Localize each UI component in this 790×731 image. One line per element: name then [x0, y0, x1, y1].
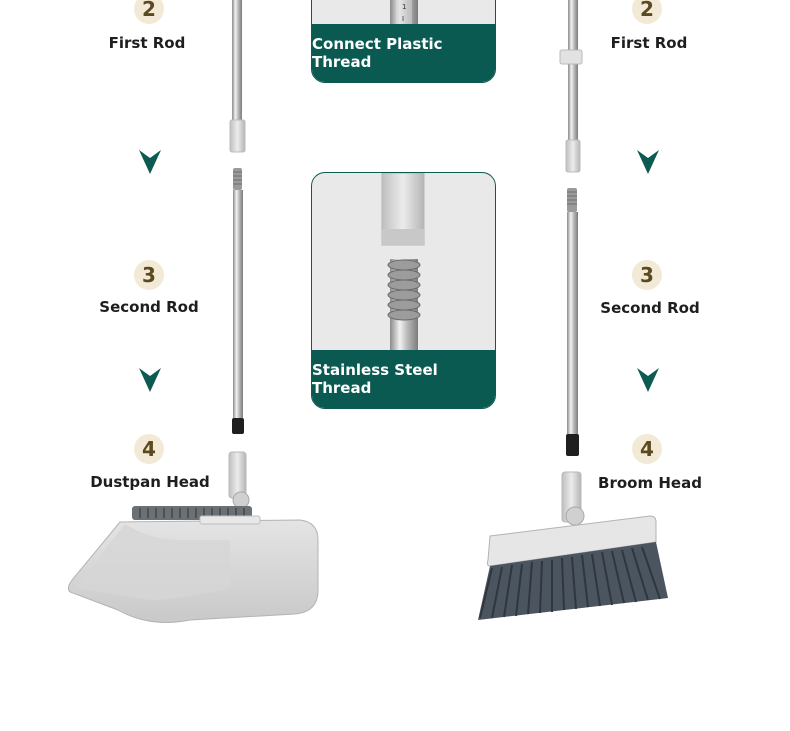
step-label-broom-head: Broom Head [598, 474, 702, 492]
step-label-first-rod-right: First Rod [610, 34, 688, 52]
plastic-thread-closeup [390, 0, 418, 25]
first-rod-right [559, 0, 583, 173]
dustpan-head [67, 451, 319, 623]
step-badge-2-right: 2 [632, 0, 662, 24]
plastic-thread-card: 1 I Connect Plastic Thread [311, 0, 496, 83]
steel-thread-card: Stainless Steel Thread [311, 172, 496, 409]
first-rod-left [229, 0, 246, 153]
step-label-second-rod-right: Second Rod [600, 299, 700, 317]
step-badge-2-left: 2 [134, 0, 164, 24]
step-badge-4-right: 4 [632, 434, 662, 464]
step-badge-4-left: 4 [134, 434, 164, 464]
stainless-steel-thread-caption: Stainless Steel Thread [312, 350, 495, 408]
thread-tick-2: I [402, 15, 405, 23]
step-badge-3-left: 3 [134, 260, 164, 290]
step-badge-3-right: 3 [632, 260, 662, 290]
thread-tick-1: 1 [402, 3, 407, 11]
broom-head [478, 471, 668, 620]
step-label-dustpan-head: Dustpan Head [90, 473, 210, 491]
step-label-first-rod-left: First Rod [108, 34, 186, 52]
steel-thread-closeup [381, 173, 425, 350]
step-label-second-rod-left: Second Rod [99, 298, 199, 316]
second-rod-right [566, 188, 579, 456]
connect-plastic-thread-caption: Connect Plastic Thread [312, 24, 495, 82]
second-rod-left [232, 168, 244, 434]
